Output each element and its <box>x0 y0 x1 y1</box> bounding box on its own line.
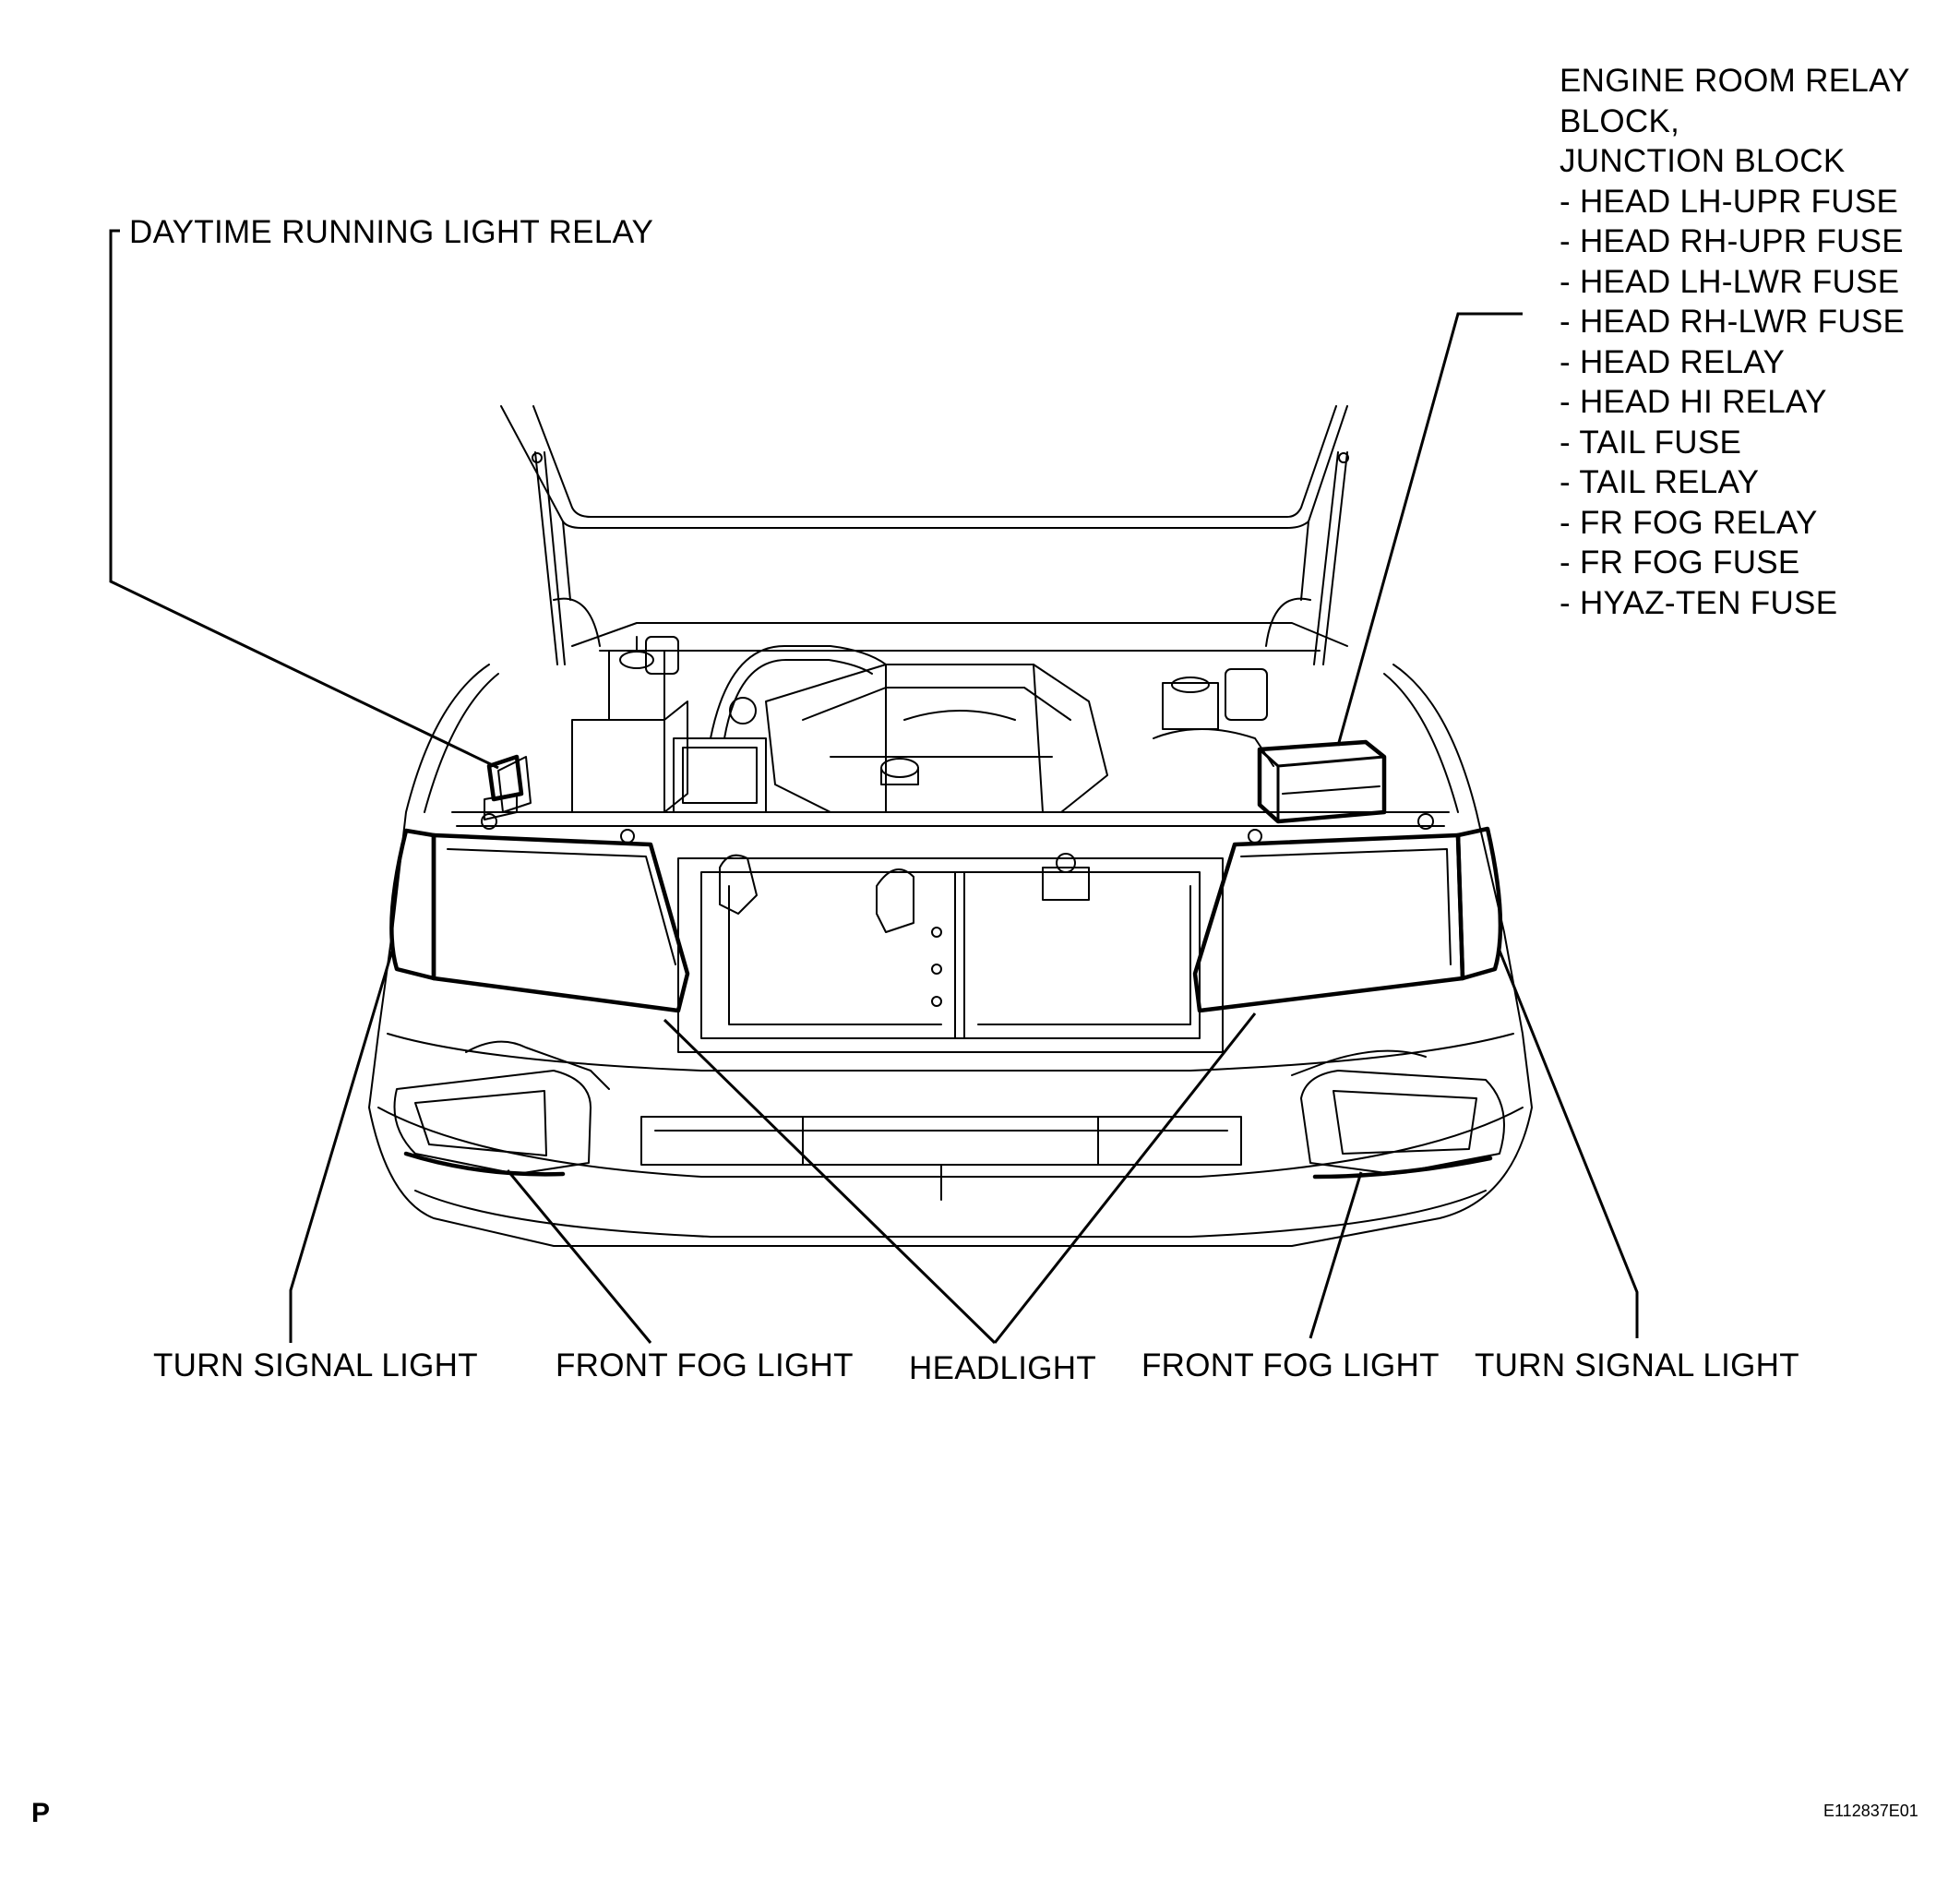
corner-mark: P <box>31 1798 51 1828</box>
block-item: - TAIL RELAY <box>1560 464 1760 500</box>
block-item: - HEAD RELAY <box>1560 343 1786 380</box>
headlight-left <box>431 832 690 1013</box>
hood-outline <box>500 405 1349 665</box>
headlight-label: HEADLIGHT <box>909 1350 1097 1386</box>
leader-lines <box>109 229 1639 1345</box>
figure-id: E112837E01 <box>1823 1802 1918 1820</box>
block-item: - FR FOG RELAY <box>1560 504 1818 541</box>
turn-signal-left-label: TURN SIGNAL LIGHT <box>153 1347 478 1383</box>
front-fog-right-label: FRONT FOG LIGHT <box>1141 1347 1440 1383</box>
block-title-line: ENGINE ROOM RELAY <box>1560 63 1910 99</box>
turn-signal-right <box>1455 826 1503 981</box>
block-item: - HYAZ-TEN FUSE <box>1560 584 1838 621</box>
headlight-right <box>1192 832 1465 1013</box>
drl-relay-label: DAYTIME RUNNING LIGHT RELAY <box>129 214 654 250</box>
block-item: - FR FOG FUSE <box>1560 545 1800 581</box>
front-fog-light-right <box>1291 1049 1505 1180</box>
turn-signal-left <box>389 828 436 981</box>
block-item: - HEAD RH-LWR FUSE <box>1560 304 1906 340</box>
turn-signal-right-label: TURN SIGNAL LIGHT <box>1475 1347 1799 1383</box>
block-item: - HEAD LH-LWR FUSE <box>1560 263 1900 300</box>
block-title-line: BLOCK, <box>1560 102 1680 139</box>
front-fog-light-left <box>393 1040 610 1177</box>
engine-room-block-label: ENGINE ROOM RELAY BLOCK, JUNCTION BLOCK … <box>1560 61 1910 623</box>
front-fog-left-label: FRONT FOG LIGHT <box>556 1347 854 1383</box>
block-item: - HEAD LH-UPR FUSE <box>1560 183 1899 220</box>
block-item: - TAIL FUSE <box>1560 424 1742 461</box>
block-item: - HEAD HI RELAY <box>1560 384 1827 420</box>
block-title-line: JUNCTION BLOCK <box>1560 143 1846 179</box>
block-item: - HEAD RH-UPR FUSE <box>1560 223 1904 259</box>
front-bumper <box>377 1033 1524 1238</box>
engine-compartment <box>368 622 1533 1247</box>
